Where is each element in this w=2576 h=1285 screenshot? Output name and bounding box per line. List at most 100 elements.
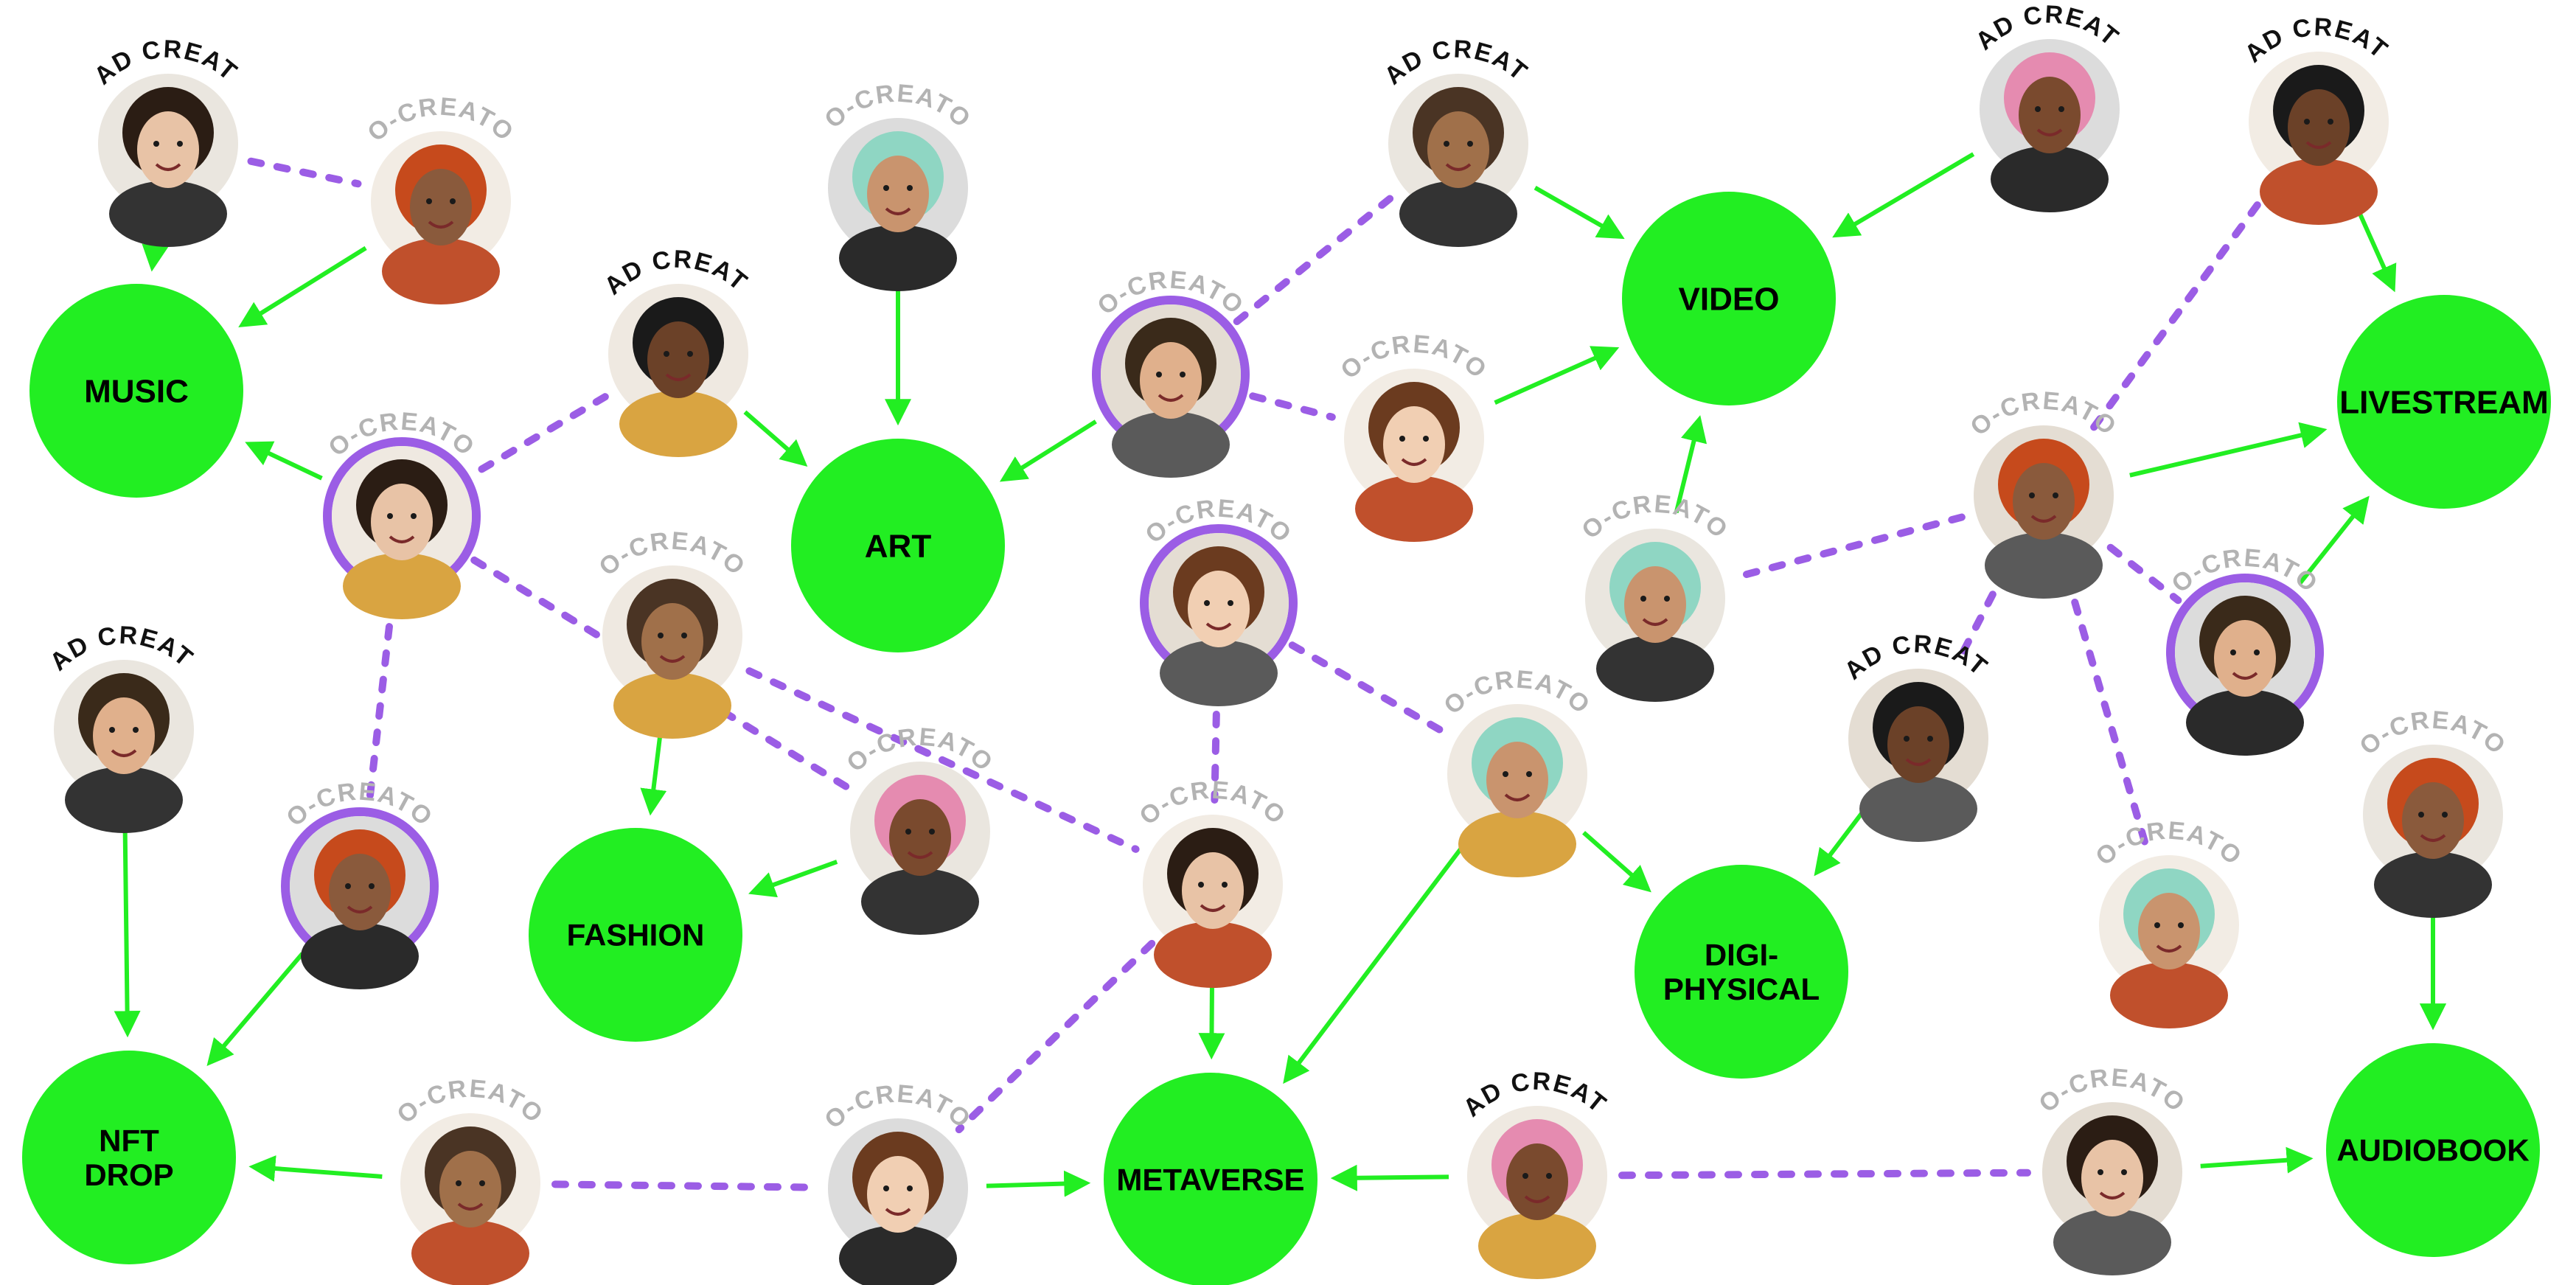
creator-p2[interactable]: CO-CREATOR <box>0 0 520 304</box>
hub-label: NFT <box>99 1124 159 1158</box>
avatar <box>2175 582 2315 756</box>
contribution-arrow <box>248 1155 383 1182</box>
hub-circle <box>2337 295 2551 509</box>
avatar <box>2249 52 2389 225</box>
hub-metaverse[interactable]: METAVERSE <box>1104 1073 1317 1285</box>
avatar <box>1149 533 1289 706</box>
hub-livestream[interactable]: LIVESTREAM <box>2337 295 2551 509</box>
collaboration-link <box>1288 641 1448 736</box>
hub-label: METAVERSE <box>1116 1163 1304 1197</box>
creator-p1[interactable]: LEAD CREATOR <box>0 0 243 247</box>
hub-circle <box>791 439 1005 652</box>
contribution-arrow <box>2353 201 2397 293</box>
hub-circle <box>1635 865 1848 1079</box>
collaboration-link <box>551 1180 818 1191</box>
avatar <box>1980 39 2120 212</box>
contribution-arrow <box>1582 831 1651 893</box>
avatar <box>1467 1106 1607 1279</box>
collaboration-link <box>365 596 397 806</box>
collaboration-link <box>1233 192 1396 326</box>
creator-role-label: CO-CREATOR <box>0 0 520 147</box>
avatar <box>2363 745 2503 918</box>
hub-label: DROP <box>84 1157 173 1192</box>
avatar <box>1848 669 1988 842</box>
hub-label: MUSIC <box>84 373 189 409</box>
contribution-arrow <box>114 818 141 1038</box>
contribution-arrow <box>1283 843 1466 1084</box>
contribution-arrow <box>743 410 808 467</box>
avatar <box>1143 815 1283 988</box>
hub-circle <box>529 828 742 1042</box>
avatar <box>1974 425 2114 599</box>
hub-digiphysical[interactable]: DIGI-PHYSICAL <box>1635 865 1848 1079</box>
hub-circle <box>1622 192 1836 405</box>
contribution-arrow <box>1330 1164 1449 1191</box>
avatar <box>332 446 472 619</box>
hub-circle <box>22 1051 236 1264</box>
collaboration-link <box>1733 513 1966 581</box>
avatar <box>371 131 511 304</box>
creator-role-label: CO-CREATOR <box>0 0 2123 442</box>
contribution-arrow <box>2129 422 2328 478</box>
hub-fashion[interactable]: FASHION <box>529 828 742 1042</box>
contribution-arrow <box>748 860 838 898</box>
contribution-arrow <box>206 952 304 1066</box>
collaboration-link <box>247 157 362 188</box>
hub-music[interactable]: MUSIC <box>29 284 243 498</box>
avatar <box>850 762 990 935</box>
collaboration-link <box>2064 573 2149 848</box>
collaboration-link <box>1249 392 1336 421</box>
creator-role-label: CO-CREATOR <box>0 0 1493 385</box>
hub-audiobook[interactable]: AUDIOBOOK <box>2326 1043 2540 1257</box>
contribution-arrow <box>986 1170 1091 1197</box>
collaboration-link <box>1211 683 1221 804</box>
avatar <box>608 284 748 457</box>
hub-label: LIVESTREAM <box>2339 384 2549 420</box>
collaboration-link <box>2106 543 2182 605</box>
hub-label: AUDIOBOOK <box>2336 1133 2529 1168</box>
creator-p25[interactable]: CO-CREATOR <box>0 0 2191 1275</box>
creator-p8[interactable]: LEAD CREATOR <box>0 0 2124 212</box>
contribution-arrow <box>1494 346 1620 405</box>
hub-label: VIDEO <box>1679 281 1780 317</box>
avatar <box>602 565 742 739</box>
creator-p20[interactable]: LEAD CREATOR <box>0 0 1993 842</box>
avatar <box>2042 1102 2182 1275</box>
contribution-arrow <box>1814 807 1867 877</box>
hub-video[interactable]: VIDEO <box>1622 192 1836 405</box>
contribution-arrow <box>1674 415 1708 514</box>
collaboration-link <box>745 667 1140 853</box>
avatar <box>400 1113 540 1285</box>
contribution-arrows <box>114 152 2446 1197</box>
collaboration-link <box>471 393 609 477</box>
collaboration-link <box>2090 186 2272 431</box>
contribution-arrow <box>1534 185 1625 240</box>
avatar <box>290 816 430 989</box>
hub-label: PHYSICAL <box>1663 972 1820 1006</box>
hub-circle <box>2326 1043 2540 1257</box>
hub-circle <box>29 284 243 498</box>
creator-p24[interactable]: LEAD CREATOR <box>0 0 1612 1279</box>
avatar <box>1101 304 1241 478</box>
contribution-arrow <box>2298 495 2370 585</box>
avatar <box>1447 704 1587 877</box>
contribution-arrow <box>238 245 367 327</box>
collaboration-link <box>955 939 1156 1134</box>
avatar <box>2099 855 2239 1028</box>
contribution-arrow <box>1832 152 1975 238</box>
avatar <box>98 74 238 247</box>
avatar <box>828 1118 968 1285</box>
contribution-arrow <box>245 441 323 481</box>
contribution-arrow <box>2200 1146 2314 1174</box>
avatar <box>1585 529 1725 702</box>
hub-circle <box>1104 1073 1317 1285</box>
content-hubs: MUSIC ART VIDEO LIVESTREAM FASHION DIGI-PHYSI… <box>22 192 2551 1285</box>
creator-role-label: LEAD CREATOR <box>0 0 243 90</box>
creator-role-label: LEAD CREATOR <box>0 0 2124 55</box>
hub-label: ART <box>865 528 932 564</box>
avatar <box>54 660 194 833</box>
hub-art[interactable]: ART <box>791 439 1005 652</box>
hub-label: DIGI- <box>1705 938 1778 972</box>
